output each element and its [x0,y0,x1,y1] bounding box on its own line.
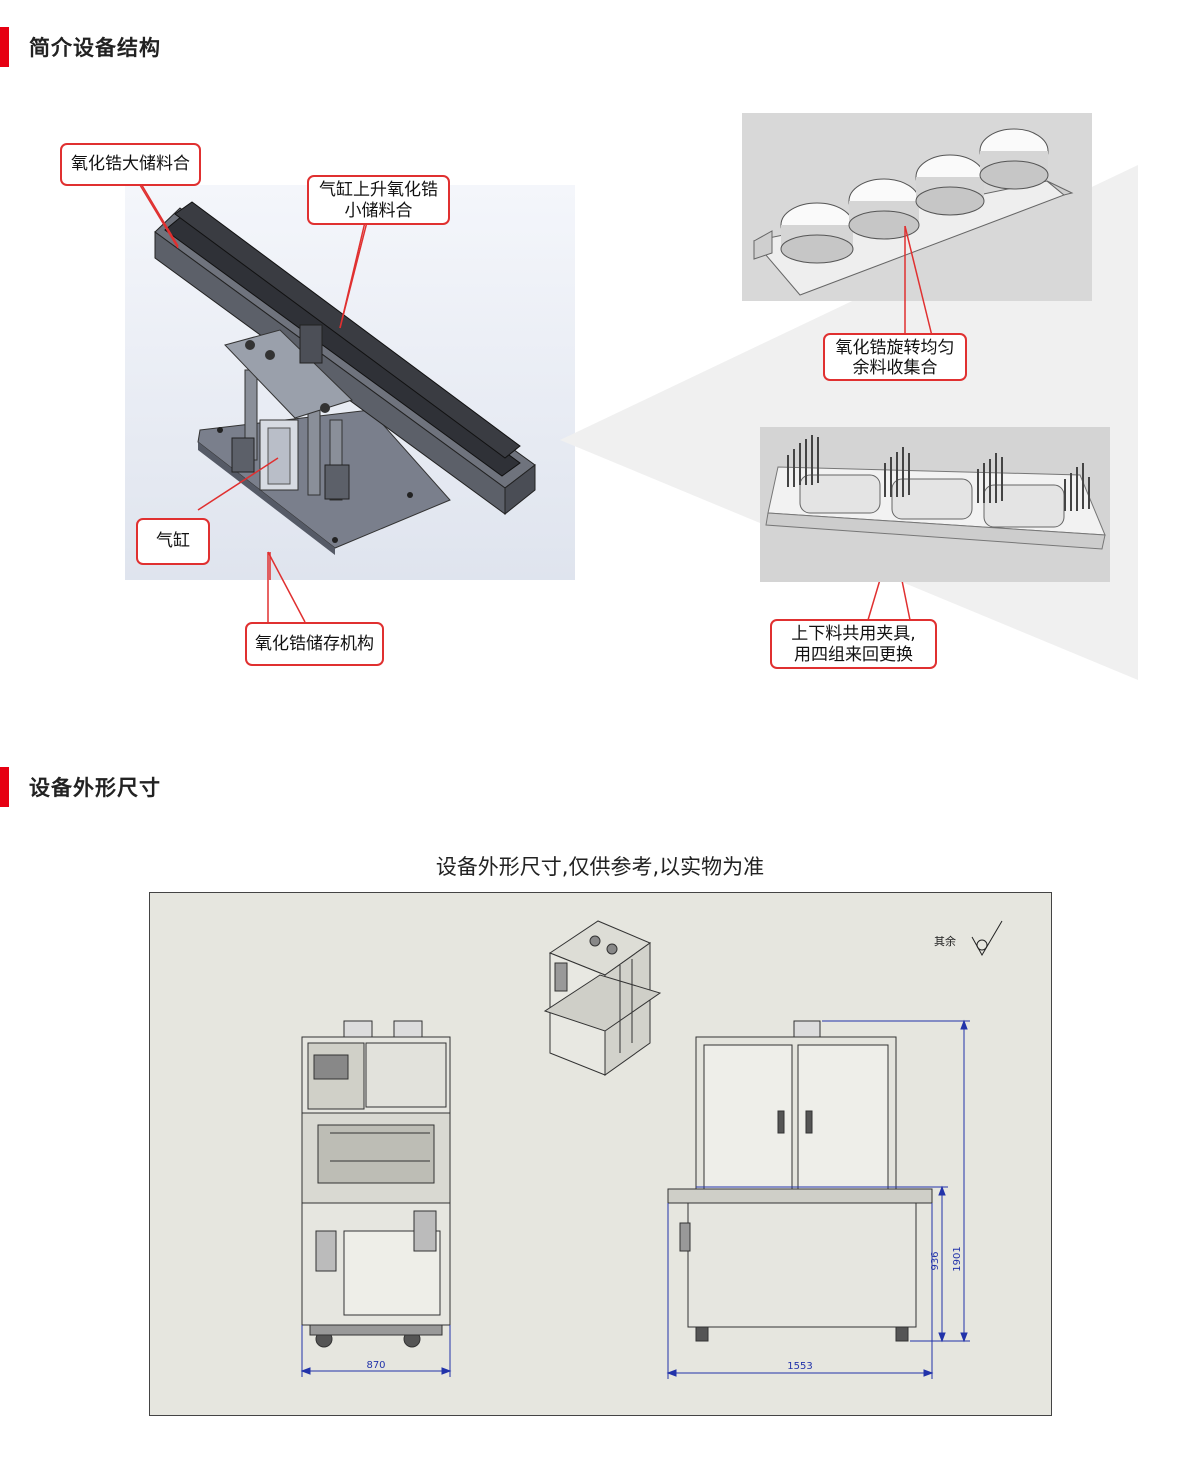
machine-isometric-view [543,920,662,1076]
callout-text-line2: 余料收集合 [852,358,938,378]
section-header-structure: 简介设备结构 [0,27,161,67]
surface-note: 其余 [934,934,956,948]
front-width-dimension [300,1325,452,1377]
callout-text-line2: 小储料合 [344,201,413,221]
callout-text-line1: 氧化锆旋转均匀 [835,338,955,358]
callout-text: 氧化锆大储料合 [71,154,190,174]
left-leader-lines [139,184,368,623]
dimension-drawing: 其余 [149,892,1052,1416]
callout-cylinder-lift: 气缸上升氧化锆 小储料合 [307,175,450,225]
callout-text: 气缸 [156,531,190,551]
height-dimensions [696,1019,970,1343]
dimension-height-total: 1901 [952,1246,963,1271]
collection-box-render [742,113,1092,301]
callout-text: 氧化锆储存机构 [255,634,374,654]
section-title: 简介设备结构 [29,36,161,60]
dimension-height-base: 936 [930,1251,941,1270]
callout-rotary-box: 氧化锆旋转均匀 余料收集合 [823,333,967,381]
storage-mechanism-render [125,181,575,580]
section-title: 设备外形尺寸 [29,776,161,800]
side-width-dimension [666,1203,934,1379]
callout-storage-mechanism: 氧化锆储存机构 [245,622,384,666]
callout-large-storage-box: 氧化锆大储料合 [60,143,201,186]
section-header-dimensions: 设备外形尺寸 [0,767,161,807]
drawing-canvas: 其余 [300,920,1003,1379]
section-accent-bar [0,27,9,67]
machine-front-view [301,1020,451,1348]
drawing-caption: 设备外形尺寸,仅供参考,以实物为准 [435,855,765,879]
dimension-width-front: 870 [366,1360,385,1371]
fixture-tray-render [760,427,1110,582]
dimension-width-side: 1553 [787,1361,812,1372]
callout-cylinder: 气缸 [136,518,210,565]
surface-symbol-icon [971,920,1003,957]
callout-text-line1: 上下料共用夹具, [791,624,916,644]
collection-box-leader [867,225,933,621]
callout-text-line2: 用四组来回更换 [794,645,913,665]
machine-side-view [667,1020,933,1342]
callout-text-line1: 气缸上升氧化锆 [319,180,438,200]
callout-fixture: 上下料共用夹具, 用四组来回更换 [770,619,937,669]
section-accent-bar [0,767,9,807]
